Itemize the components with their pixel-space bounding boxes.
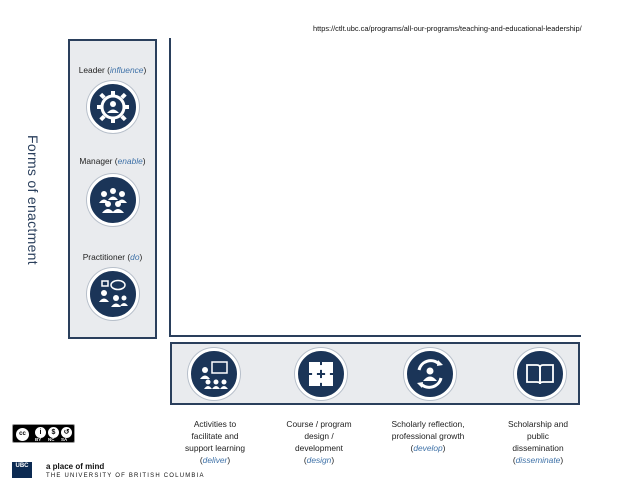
nc-icon: $ [47,426,60,439]
cycle-person-icon [404,348,456,400]
role-name: Leader [78,65,105,75]
role-label-leader: Leader (influence) [78,65,147,75]
column-label-line: Scholarly reflection, [391,419,465,429]
conversation-icon [87,268,139,320]
roles-panel: Leader (influence) Manager (enable) [68,39,157,339]
column-label-course-design: Course / program design / development (d… [264,418,374,466]
vertical-axis-line [169,38,171,337]
role-name: Practitioner [82,252,126,262]
column-qualifier: disseminate [515,455,561,465]
university-name: THE UNIVERSITY OF BRITISH COLUMBIA [46,473,205,479]
cc-sa-label: SA [61,437,68,442]
column-label-line: Course / program [286,419,352,429]
column-label-scholarship: Scholarship and public dissemination (di… [483,418,593,466]
role-label-manager: Manager (enable) [79,156,146,166]
source-url[interactable]: https://ctlt.ubc.ca/programs/all-our-pro… [313,24,582,33]
gear-person-icon [87,81,139,133]
group-icon [87,174,139,226]
column-label-line: dissemination [512,443,564,453]
role-label-practitioner: Practitioner (do) [82,252,143,262]
column-qualifier: design [306,455,332,465]
role-qualifier: influence [109,65,144,75]
presentation-icon [188,348,240,400]
column-qualifier: develop [413,443,443,453]
by-icon: i [34,426,47,439]
book-icon [514,348,566,400]
column-label-line: design / [304,431,334,441]
role-qualifier: do [130,252,140,262]
role-name: Manager [79,156,113,166]
forms-of-enactment-label: Forms of enactment [25,135,41,265]
column-label-line: development [295,443,343,453]
column-label-activities: Activities to facilitate and support lea… [160,418,270,466]
puzzle-icon [295,348,347,400]
column-label-line: Scholarship and [507,419,569,429]
column-label-line: professional growth [391,431,465,441]
column-label-line: Activities to [193,419,237,429]
cc-by-label: BY [35,437,42,442]
column-label-scholarly-reflection: Scholarly reflection, professional growt… [373,418,483,454]
horizontal-axis-line [169,335,581,337]
sa-icon: ↺ [60,426,73,439]
cc-icon: cc [15,427,30,442]
tagline: a place of mind [46,462,105,471]
cc-nc-label: NC [48,437,55,442]
column-qualifier: deliver [202,455,228,465]
ubc-logo: UBC [12,462,32,478]
creative-commons-badge[interactable]: cc i $ ↺ BY NC SA [12,424,75,443]
column-label-line: support learning [184,443,246,453]
column-label-line: facilitate and [191,431,239,441]
column-label-line: public [527,431,549,441]
activities-panel [170,342,580,405]
role-qualifier: enable [117,156,143,166]
